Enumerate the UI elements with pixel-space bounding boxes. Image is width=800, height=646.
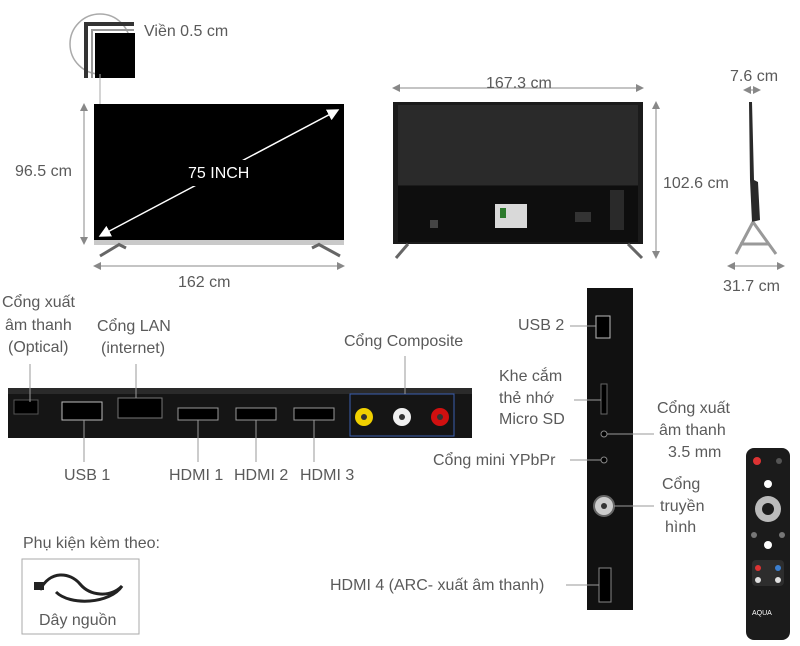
hdmi3-label: HDMI 3 [300, 467, 355, 484]
rear-port-strip [8, 356, 472, 462]
usb1-port [61, 401, 103, 421]
audio35-label-line2: âm thanh [659, 422, 726, 439]
hdmi4-port [598, 567, 612, 603]
microsd-label-line3: Micro SD [499, 411, 565, 428]
hdmi4-label: HDMI 4 (ARC- xuất âm thanh) [330, 577, 545, 594]
optical-label-line1: Cổng xuất [2, 294, 75, 311]
front-left-foot [99, 242, 127, 258]
stand-depth-label: 31.7 cm [723, 278, 780, 295]
remote-control [746, 448, 790, 640]
side-view [727, 86, 785, 270]
microsd-slot [600, 383, 608, 415]
hdmi1-port [177, 407, 219, 421]
front-height-label: 96.5 cm [15, 163, 72, 180]
back-height-label: 102.6 cm [663, 175, 729, 192]
front-view [69, 13, 345, 270]
power-cord-image [38, 573, 124, 603]
composite-box [349, 393, 455, 437]
side-port-panel [566, 288, 654, 610]
audio35-label-line1: Cổng xuất [657, 400, 730, 417]
front-right-foot [311, 242, 341, 258]
hdmi1-label: HDMI 1 [169, 467, 224, 484]
hdmi3-port [293, 407, 335, 421]
lan-label-line2: (internet) [101, 340, 166, 357]
front-bottom-bezel [94, 240, 344, 245]
composite-label: Cổng Composite [344, 333, 464, 350]
back-width-label: 167.3 cm [486, 75, 552, 92]
antenna-label-line3: hình [665, 519, 697, 536]
antenna-label-line2: truyền [660, 498, 705, 515]
lan-label-line1: Cổng LAN [97, 318, 171, 335]
accessories-title: Phụ kiện kèm theo: [23, 535, 160, 552]
lan-port [117, 397, 163, 419]
side-depth-label: 7.6 cm [730, 68, 779, 85]
power-cord-label: Dây nguồn [39, 612, 117, 629]
microsd-label-line2: thẻ nhớ [499, 390, 554, 407]
usb1-label: USB 1 [64, 467, 111, 484]
microsd-label-line1: Khe cắm [499, 368, 563, 385]
usb2-port [595, 315, 611, 339]
optical-port [13, 399, 39, 415]
back-view [392, 84, 660, 260]
accessory-box [21, 558, 140, 635]
audio35-label-line3: 3.5 mm [668, 444, 722, 461]
ypbpr-label: Cổng mini YPbPr [433, 452, 556, 469]
front-width-label: 162 cm [178, 274, 231, 291]
hdmi2-label: HDMI 2 [234, 467, 289, 484]
remote-brand: AQUA [752, 610, 772, 617]
back-label-sticker [495, 204, 527, 228]
bezel-label: Viền 0.5 cm [144, 23, 229, 40]
optical-label-line2: âm thanh [5, 317, 72, 334]
usb2-label: USB 2 [518, 317, 565, 334]
antenna-label-line1: Cổng [662, 476, 701, 493]
hdmi2-port [235, 407, 277, 421]
screen-size-label: 75 INCH [188, 165, 250, 182]
optical-label-line3: (Optical) [8, 339, 69, 356]
